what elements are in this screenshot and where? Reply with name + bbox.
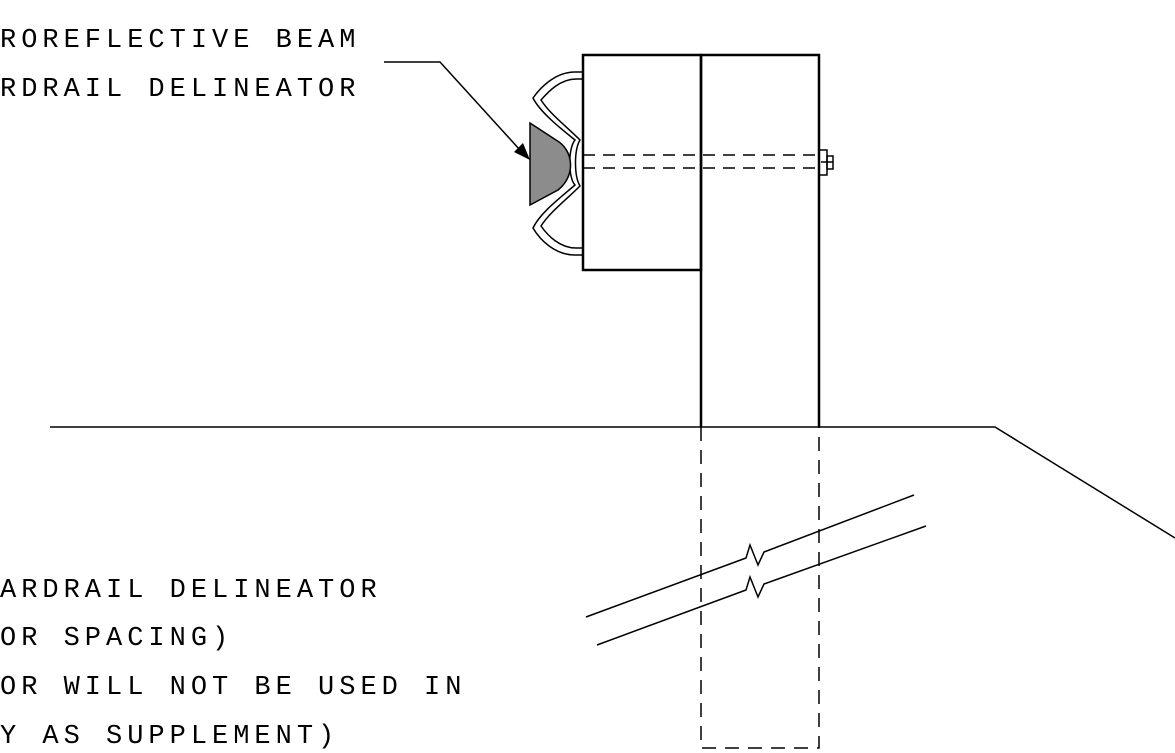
embedded-post — [700, 427, 820, 749]
callout-top-line-2: RDRAIL DELINEATOR — [0, 75, 360, 105]
post — [699, 53, 821, 427]
note-line-3: OR WILL NOT BE USED IN — [0, 673, 466, 703]
callout-top-line-1: ROREFLECTIVE BEAM — [0, 26, 360, 56]
blockout — [581, 53, 703, 272]
note-line-1: ARDRAIL DELINEATOR — [0, 576, 382, 606]
break-line-top — [585, 494, 915, 618]
delineator — [529, 121, 572, 207]
w-beam-rail-inner — [540, 78, 583, 249]
callout-leader-line — [384, 61, 521, 151]
ground-line — [50, 426, 1175, 539]
note-line-4: Y AS SUPPLEMENT) — [0, 722, 339, 752]
break-line-bottom — [596, 525, 927, 646]
note-line-2: OR SPACING) — [0, 624, 233, 654]
callout-arrowhead — [514, 143, 530, 160]
